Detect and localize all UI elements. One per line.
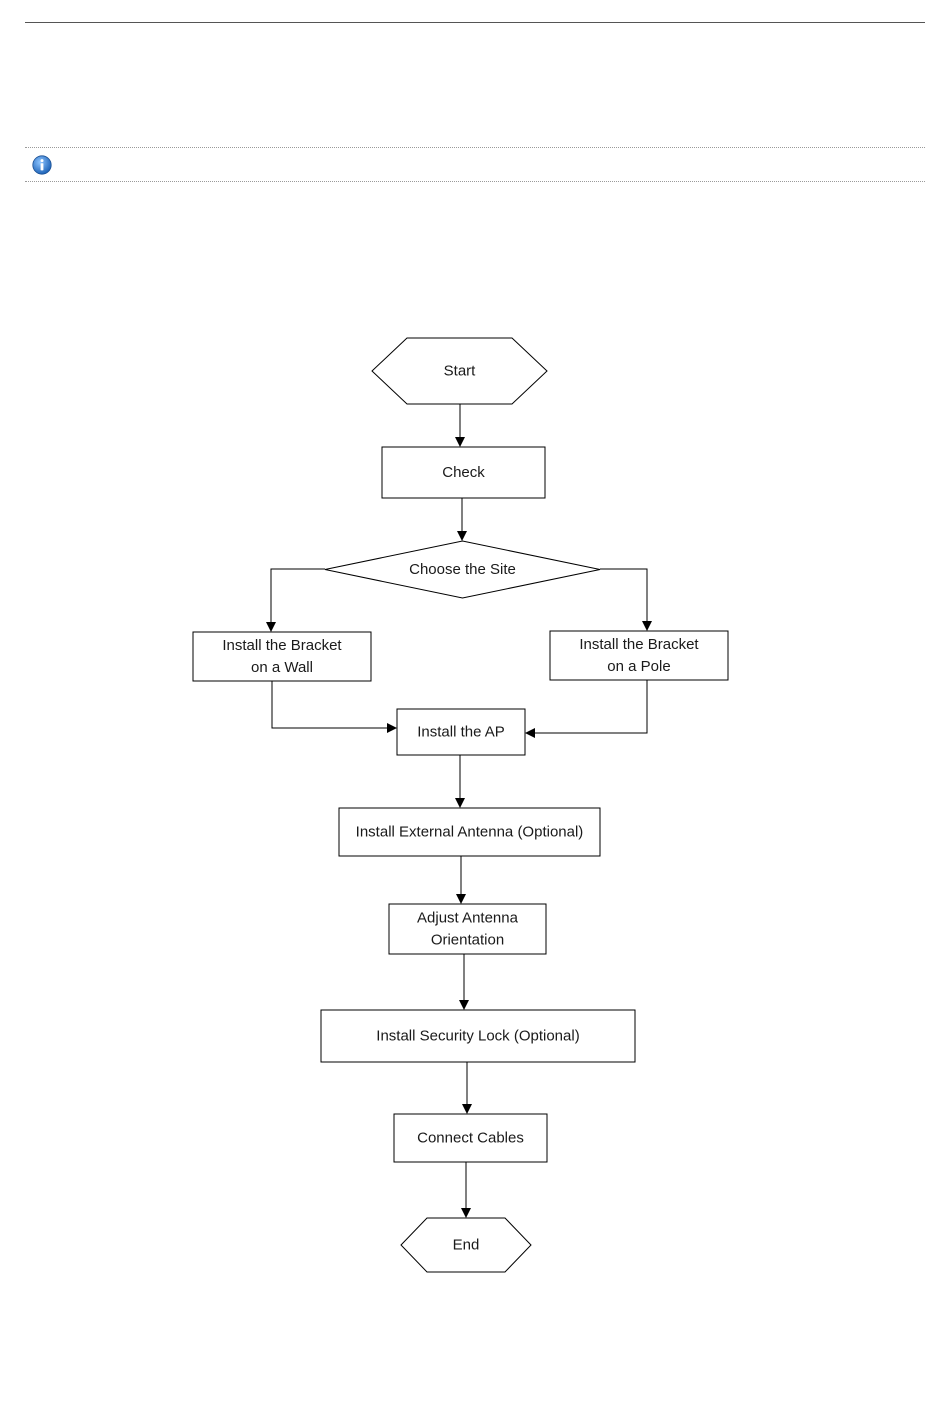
node-end: End — [401, 1218, 531, 1272]
arrow-site-to-pole — [600, 569, 647, 630]
node-ap: Install the AP — [397, 709, 525, 755]
node-orient-label: Orientation — [431, 932, 504, 949]
node-antenna: Install External Antenna (Optional) — [339, 808, 600, 856]
arrow-pole-to-ap — [526, 680, 647, 733]
node-check-label: Check — [442, 464, 485, 481]
node-pole: Install the Bracket on a Pole — [550, 631, 728, 680]
node-wall: Install the Bracket on a Wall — [193, 632, 371, 681]
node-wall-label: Install the Bracket — [222, 637, 342, 654]
node-start: Start — [372, 338, 547, 404]
node-antenna-label: Install External Antenna (Optional) — [356, 824, 584, 841]
node-pole-label: on a Pole — [607, 658, 670, 675]
node-orient-label: Adjust Antenna — [417, 910, 519, 927]
node-end-label: End — [453, 1237, 480, 1254]
node-start-label: Start — [444, 363, 477, 380]
node-wall-label: on a Wall — [251, 659, 313, 676]
node-site-label: Choose the Site — [409, 561, 516, 578]
node-site: Choose the Site — [325, 541, 600, 598]
node-cables-label: Connect Cables — [417, 1130, 524, 1147]
node-lock-label: Install Security Lock (Optional) — [376, 1028, 579, 1045]
node-check: Check — [382, 447, 545, 498]
arrow-site-to-wall — [271, 569, 325, 631]
arrow-wall-to-ap — [272, 681, 396, 728]
node-pole-label: Install the Bracket — [579, 636, 699, 653]
node-cables: Connect Cables — [394, 1114, 547, 1162]
node-ap-label: Install the AP — [417, 724, 505, 741]
node-lock: Install Security Lock (Optional) — [321, 1010, 635, 1062]
